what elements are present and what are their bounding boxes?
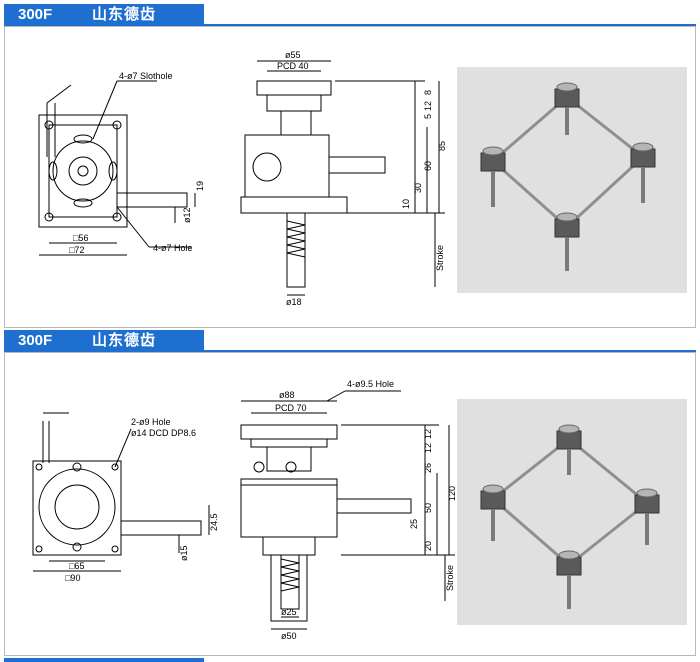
system-render [480,424,660,609]
header-rule [204,350,696,352]
section-header: 300F 山东德齿 [4,4,204,26]
label-sq56: □56 [73,233,88,243]
model-code: 300F [18,6,53,23]
label-d50: 50 [423,503,433,513]
flange-square [38,114,128,228]
shaft-circle [77,165,89,177]
housing-base [262,536,316,556]
label-d25: 25 [409,519,419,529]
gear-housing [240,478,338,538]
screw-rod [286,212,306,288]
input-shaft [120,520,202,536]
brand-name: 山东德齿 [92,6,157,23]
label-dia50: ø50 [281,631,297,641]
bore-circle [54,484,100,530]
system-render [480,82,656,271]
next-section-header-edge [4,658,204,662]
label-dia25: ø25 [281,607,297,617]
label-d12b: 12 [423,443,433,453]
label-dia15: ø15 [179,545,189,561]
label-dia18: ø18 [286,297,302,307]
product-photo [457,67,687,293]
label-dia12: ø12 [182,207,192,223]
brand-name: 山东德齿 [92,332,157,349]
label-d10: 10 [401,199,411,209]
label-d5: 5 [423,114,433,119]
gear-housing [244,134,330,198]
technical-drawing: 2-ø9 Hole ø14 DCD DP8.6 □65 □90 ø15 24.5… [32,379,457,641]
housing-outline [48,124,118,218]
product-photo [457,399,687,625]
label-stroke: Stroke [445,565,455,591]
label-hole: 4-ø7 Hole [153,243,193,253]
label-hole2: 2-ø9 Hole [131,417,171,427]
top-flange [256,80,332,96]
housing-circle [52,140,114,202]
label-d20: 20 [423,541,433,551]
label-hole4: 4-ø9.5 Hole [347,379,394,389]
label-pcd: PCD 70 [275,403,307,413]
label-slothole: 4-ø7 Slothole [119,71,173,81]
label-pcd: PCD 40 [277,61,309,71]
drawing-panel: 4-ø7 Slothole 4-ø7 Hole □56 □72 ø12 19 ø… [4,26,696,328]
label-dcd: ø14 DCD DP8.6 [131,428,196,438]
technical-drawing: 4-ø7 Slothole 4-ø7 Hole □56 □72 ø12 19 ø… [38,50,447,307]
housing-circle [38,468,116,546]
header-rule [204,24,696,26]
label-sq65: □65 [69,561,84,571]
label-sq90: □90 [65,573,80,583]
drawing-panel: 2-ø9 Hole ø14 DCD DP8.6 □65 □90 ø15 24.5… [4,352,696,656]
label-dim245: 24.5 [209,513,219,531]
label-d120: 120 [447,486,457,501]
label-d30: 30 [413,183,423,193]
label-stroke: Stroke [435,245,445,271]
label-d12a: 12 [423,429,433,439]
screw-rod [280,554,300,610]
label-dia55: ø55 [285,50,301,60]
section-header: 300F 山东德齿 [4,330,204,352]
hub-circle [68,156,98,186]
label-sq72: □72 [69,245,84,255]
flange-square [32,460,122,556]
label-d85: 85 [437,141,447,151]
label-d26: 26 [423,463,433,473]
label-d60: 60 [423,161,433,171]
input-shaft [116,192,188,208]
top-flange [240,424,338,440]
label-d8: 8 [423,90,433,95]
model-code: 300F [18,332,53,349]
label-d12: 12 [423,101,433,111]
label-dia88: ø88 [279,390,295,400]
label-dim19: 19 [195,181,205,191]
